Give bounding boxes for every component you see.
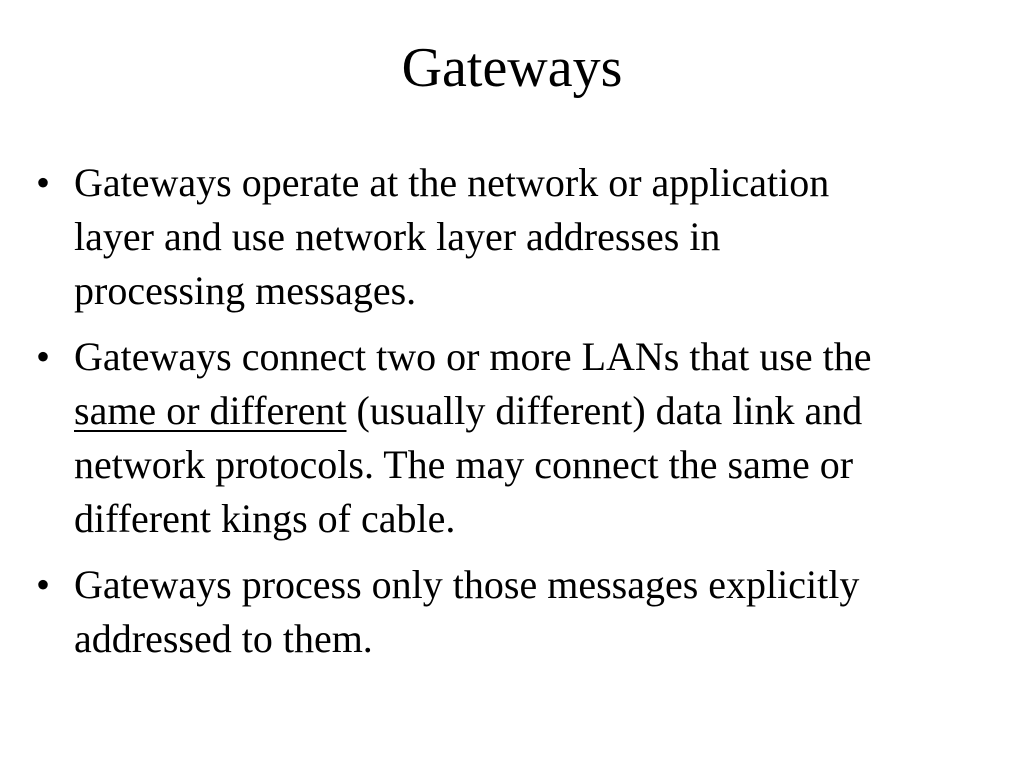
- bullet-list: • Gateways operate at the network or app…: [28, 156, 1008, 678]
- bullet-2-line-2-rest: (usually different) data link and: [346, 388, 863, 433]
- bullet-1-line-1: Gateways operate at the network or appli…: [74, 160, 830, 205]
- bullet-2-line-1: Gateways connect two or more LANs that u…: [74, 334, 872, 379]
- bullet-1-line-3: processing messages.: [74, 268, 417, 313]
- bullet-3-line-2: addressed to them.: [74, 616, 373, 661]
- bullet-icon: •: [36, 160, 51, 205]
- bullet-2-line-3: network protocols. The may connect the s…: [74, 442, 854, 487]
- bullet-3-line-1: Gateways process only those messages exp…: [74, 562, 860, 607]
- bullet-item-3: • Gateways process only those messages e…: [28, 558, 1008, 666]
- bullet-2-line-2: same or different (usually different) da…: [74, 384, 1008, 438]
- bullet-item-1: • Gateways operate at the network or app…: [28, 156, 1008, 318]
- bullet-icon: •: [36, 334, 51, 379]
- bullet-1-line-2: layer and use network layer addresses in: [74, 214, 721, 259]
- bullet-item-2: • Gateways connect two or more LANs that…: [28, 330, 1008, 546]
- underlined-phrase: same or different: [74, 388, 347, 433]
- slide-title: Gateways: [401, 37, 623, 99]
- bullet-icon: •: [36, 562, 51, 607]
- bullet-2-line-4: different kings of cable.: [74, 496, 456, 541]
